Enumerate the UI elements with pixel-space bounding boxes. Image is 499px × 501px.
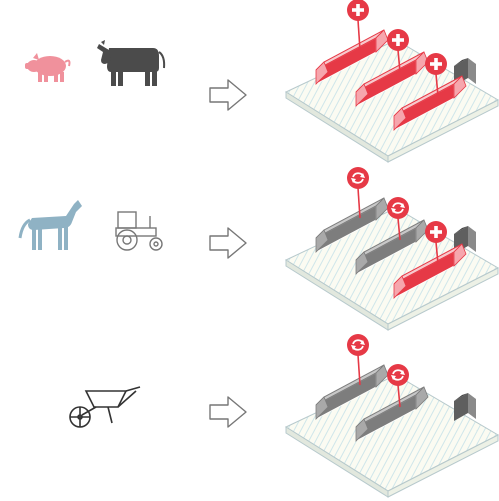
pig-icon [25, 53, 71, 82]
plus-marker-icon [425, 53, 447, 97]
barn-gray [355, 386, 429, 442]
barn-gray [355, 219, 429, 275]
row-livestock [0, 0, 499, 160]
tractor-icon [115, 211, 163, 251]
horse-icon [18, 200, 82, 250]
farm-plate [284, 166, 499, 331]
farm-plate [284, 0, 499, 163]
plus-marker-icon [347, 0, 369, 51]
refresh-marker-icon [386, 363, 410, 408]
barn-gray [315, 197, 389, 253]
arrow-right-icon [209, 79, 247, 111]
refresh-marker-icon [346, 333, 370, 386]
row-horse-machinery [0, 168, 499, 328]
barn-gray [315, 364, 389, 420]
refresh-marker-icon [346, 166, 370, 219]
arrow-right-icon [209, 227, 247, 259]
silo-tower [454, 393, 476, 421]
row-small-holding [0, 335, 499, 495]
barn-red [393, 243, 467, 299]
farm-plate [284, 333, 499, 498]
barn-red [393, 75, 467, 131]
barn-red [355, 51, 429, 107]
barn-red [315, 29, 389, 85]
refresh-marker-icon [386, 196, 410, 241]
arrow-right-icon [209, 396, 247, 428]
wheelbarrow-icon [69, 386, 141, 428]
cow-icon [97, 40, 166, 86]
plus-marker-icon [387, 29, 409, 73]
plus-marker-icon [425, 221, 447, 265]
